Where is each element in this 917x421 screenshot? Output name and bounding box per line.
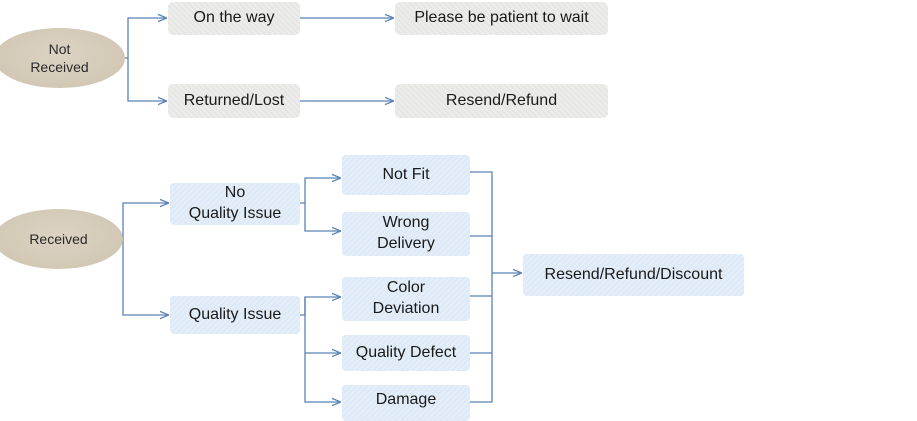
connector-no-quality-wrong-delivery xyxy=(304,203,340,231)
on-the-way-label: On the way xyxy=(193,9,275,27)
quality-defect-label: Quality Defect xyxy=(355,343,457,361)
connector-quality-color xyxy=(300,297,340,316)
no-quality-issue-box: No Quality Issue xyxy=(170,183,300,225)
connector-received-lower xyxy=(122,238,168,315)
wrong-delivery-box: Wrong Delivery xyxy=(342,212,470,256)
not-fit-box: Not Fit xyxy=(342,155,470,195)
not-received-label: Not Received xyxy=(30,40,89,75)
connector-received xyxy=(122,203,168,238)
damage-label: Damage xyxy=(375,391,437,409)
on-the-way-box: On the way xyxy=(168,2,300,35)
connector-not-received-lower xyxy=(127,58,166,101)
color-deviation-box: Color Deviation xyxy=(342,277,470,321)
color-deviation-label: Color Deviation xyxy=(372,279,440,317)
connector-not-received xyxy=(125,18,166,59)
resend-refund-label: Resend/Refund xyxy=(445,91,558,109)
resend-refund-discount-label: Resend/Refund/Discount xyxy=(544,265,723,283)
resend-refund-box: Resend/Refund xyxy=(395,84,608,118)
not-fit-label: Not Fit xyxy=(382,165,430,183)
please-be-patient-label: Please be patient to wait xyxy=(414,9,589,27)
no-quality-issue-label: No Quality Issue xyxy=(188,184,282,222)
received-label: Received xyxy=(29,230,88,247)
wrong-delivery-label: Wrong Delivery xyxy=(377,214,435,252)
damage-box: Damage xyxy=(342,385,470,421)
connector-quality-defect xyxy=(304,297,340,353)
not-received-oval: Not Received xyxy=(0,28,125,88)
please-be-patient-box: Please be patient to wait xyxy=(395,2,608,35)
quality-defect-box: Quality Defect xyxy=(342,335,470,371)
connector-quality-damage xyxy=(304,353,340,402)
connector-no-quality-not-fit xyxy=(300,178,340,204)
returned-lost-box: Returned/Lost xyxy=(168,84,300,118)
quality-issue-label: Quality Issue xyxy=(188,305,282,323)
quality-issue-box: Quality Issue xyxy=(170,296,300,334)
returned-lost-label: Returned/Lost xyxy=(183,91,285,109)
received-oval: Received xyxy=(0,209,123,269)
resend-refund-discount-box: Resend/Refund/Discount xyxy=(523,254,744,296)
connector-merge xyxy=(470,171,493,403)
